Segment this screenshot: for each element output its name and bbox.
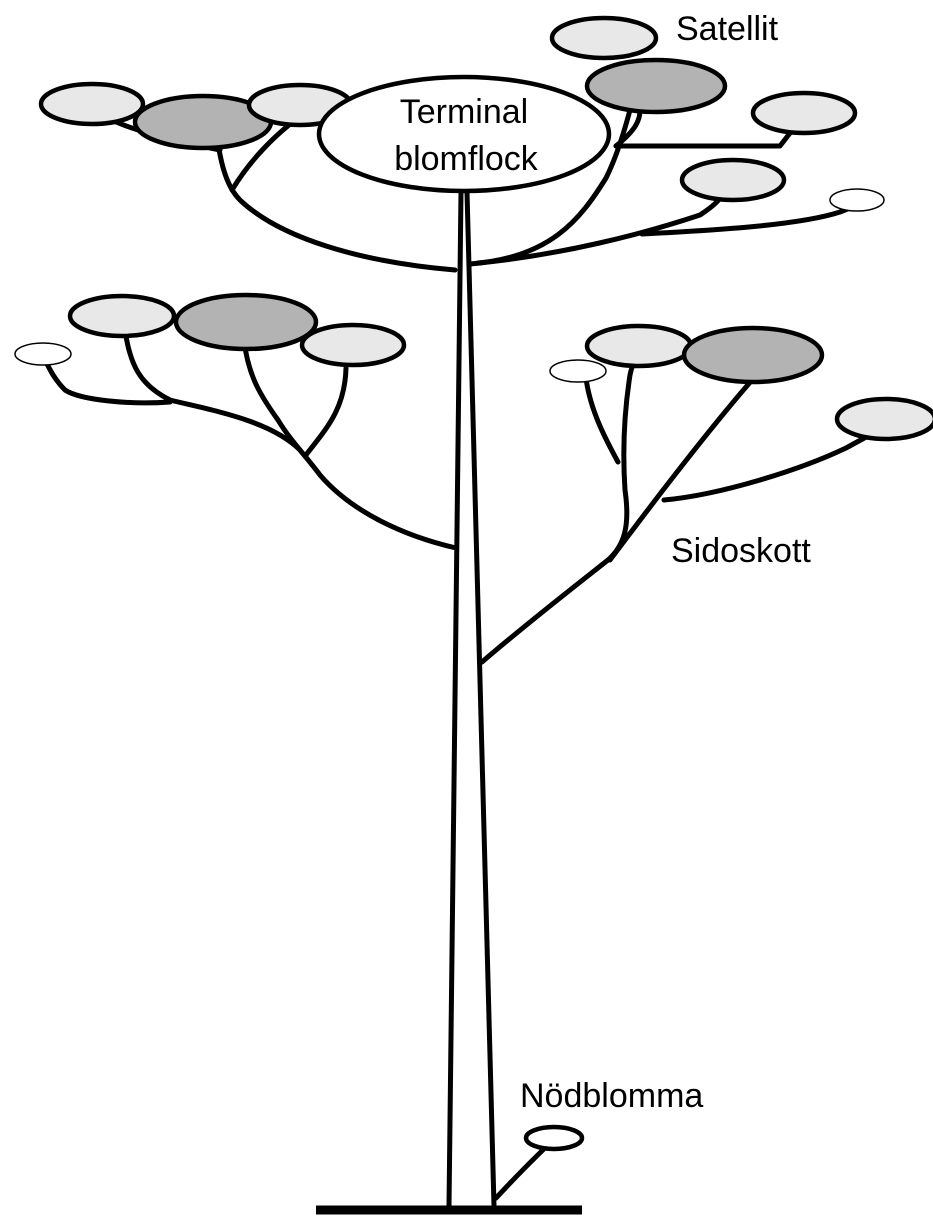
label-satellite: Satellit [676,10,779,48]
label-side-shoot: Sidoskott [671,532,811,570]
flower-middle-right-outer [837,399,933,439]
label-terminal-line2: blomflock [394,140,539,178]
flower-middle-left-outer [70,296,174,336]
flower-upper-right-primary [587,60,725,112]
flower-middle-right-inner [587,326,691,366]
middle-right-branch [482,362,868,662]
label-terminal-line1: Terminal [400,93,528,131]
flower-upper-right-far [753,93,855,133]
flower-upper-left-outer [41,84,143,124]
label-emergency-flower: Nödblomma [520,1077,703,1115]
emergency-flower-stalk [496,1145,548,1198]
emergency-flower [526,1127,582,1149]
flower-middle-right-tiny [550,360,606,382]
flower-upper-right-tiny [830,189,884,211]
satellite-flower [552,18,656,58]
flower-middle-left-primary [176,295,316,349]
middle-left-branch [45,330,456,548]
flower-upper-right-lower [682,160,784,200]
flower-middle-left-tiny [15,343,71,365]
main-stem [449,192,494,1206]
flower-middle-left-inner [302,325,404,365]
flower-middle-right-primary [684,328,822,382]
